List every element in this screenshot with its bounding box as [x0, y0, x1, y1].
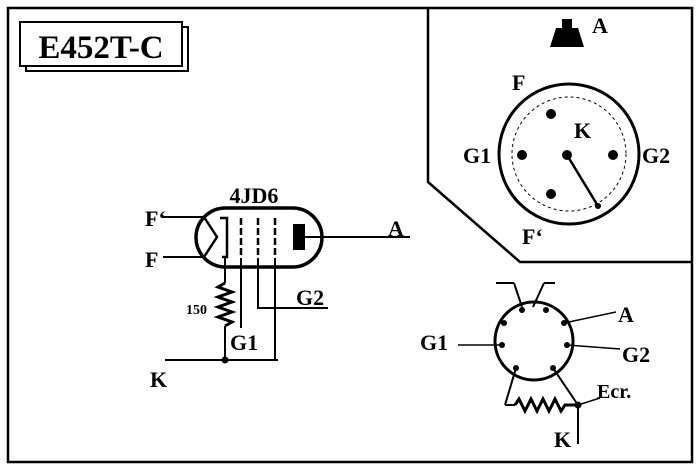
tube-type: 4JD6 [230, 183, 279, 208]
filament-label: F [145, 247, 158, 272]
base-pin-fprime [546, 189, 556, 199]
base-pin-g2 [608, 150, 618, 160]
socket-circle [493, 300, 575, 382]
base-pin-f [546, 109, 556, 119]
socket-cathode-label: K [554, 427, 571, 452]
base-view: A F K G1 G2 F‘ [463, 13, 670, 249]
cathode-element [220, 216, 229, 259]
socket-pin-1 [519, 307, 525, 313]
outer-frame [6, 6, 694, 464]
tube-schematic: 4JD6 F‘ F A 150 K G1 G2 [145, 183, 410, 392]
socket-view: A G1 G2 Ecr. K [420, 282, 650, 452]
socket-anode-label: A [618, 302, 634, 327]
socket-g1-label: G1 [420, 330, 448, 355]
socket-resistor [513, 395, 578, 415]
socket-screen-label: Ecr. [597, 381, 631, 403]
base-g1-label: G1 [463, 143, 491, 168]
title-box [19, 21, 183, 67]
base-anode-label: A [592, 13, 608, 38]
cathode-label: K [150, 367, 167, 392]
cathode-resistor [213, 281, 237, 328]
base-f-label: F [512, 70, 525, 95]
title-text: E452T-C [38, 30, 163, 66]
heater-symbol [202, 216, 219, 258]
base-outer-circle [497, 82, 641, 226]
socket-pin-4 [501, 320, 507, 326]
g1-label: G1 [230, 330, 258, 355]
base-inner-circle [511, 96, 627, 212]
socket-g2-label: G2 [622, 342, 650, 367]
socket-pin-2 [543, 307, 549, 313]
anode-plate [293, 224, 305, 250]
filament-prime-label: F‘ [145, 206, 166, 231]
base-pin-k-end [595, 203, 601, 209]
base-pin-g1 [517, 150, 527, 160]
anode-label: A [388, 216, 404, 241]
g2-label: G2 [296, 285, 324, 310]
base-g2-label: G2 [642, 143, 670, 168]
anode-cap-icon [550, 19, 584, 47]
resistor-value: 150 [186, 303, 207, 318]
base-k-label: K [574, 118, 591, 143]
base-panel-border [426, 8, 692, 264]
base-fprime-label: F‘ [522, 224, 543, 249]
